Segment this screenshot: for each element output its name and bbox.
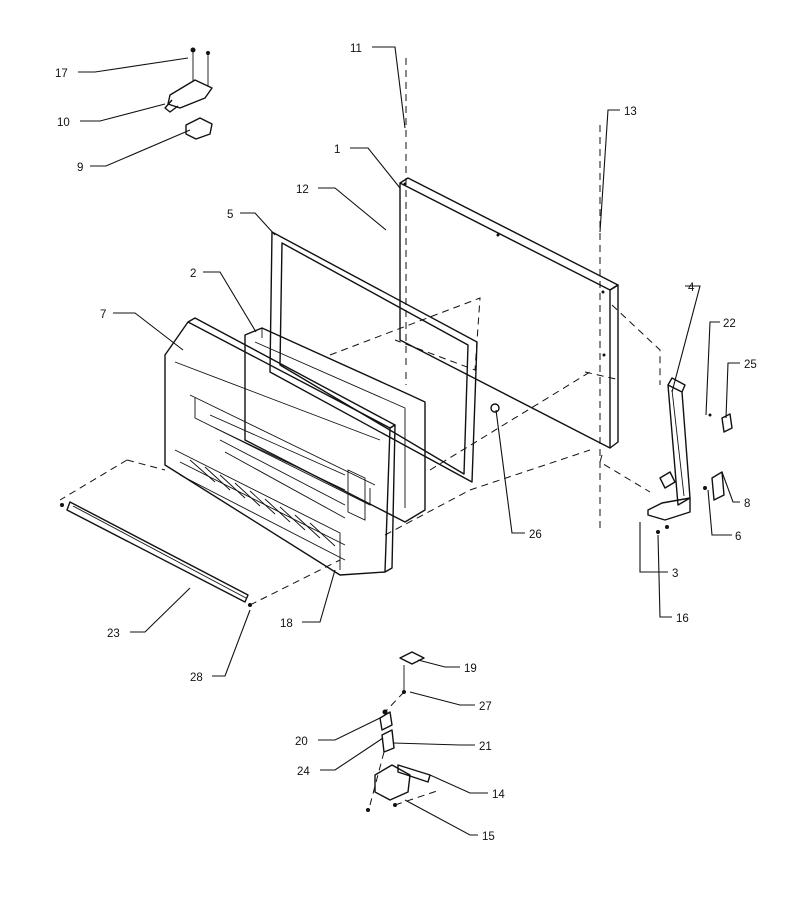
callout-1: 1 [334,144,340,156]
callout-3: 3 [672,568,678,580]
door-handle-bar [60,501,252,607]
callout-11: 11 [350,43,362,55]
callout-26: 26 [529,529,542,541]
door-outer-panel [399,177,619,449]
callout-24: 24 [297,766,310,778]
callout-10: 10 [57,117,70,129]
callout-12: 12 [296,184,309,196]
callout-14: 14 [492,789,505,801]
alignment-lines [59,58,661,806]
callout-13: 13 [624,106,637,118]
part-26-button [490,403,500,413]
callout-6: 6 [735,531,741,543]
callout-22: 22 [723,318,736,330]
callout-5: 5 [227,209,233,221]
lower-hinge-bracket [647,377,733,534]
callout-28: 28 [190,672,203,684]
callouts: 1 2 3 4 5 6 7 8 9 10 11 12 13 14 15 16 1… [55,43,757,843]
callout-16: 16 [676,613,689,625]
top-hinge-assembly [164,47,213,140]
callout-4: 4 [688,282,695,294]
door-shell [164,317,396,576]
leader-lines [78,46,740,836]
callout-20: 20 [295,736,308,748]
callout-2: 2 [190,268,196,280]
callout-25: 25 [744,359,757,371]
callout-9: 9 [77,162,83,174]
door-gasket-frame [269,231,478,483]
callout-21: 21 [479,741,492,753]
callout-15: 15 [482,831,495,843]
callout-7: 7 [100,309,106,321]
callout-19: 19 [464,663,477,675]
callout-18: 18 [280,618,293,630]
callout-8: 8 [744,498,750,510]
bottom-hinge-hardware [366,651,431,812]
callout-27: 27 [479,701,492,713]
callout-17: 17 [55,68,68,80]
callout-23: 23 [107,628,120,640]
door-inner-liner [244,327,426,523]
